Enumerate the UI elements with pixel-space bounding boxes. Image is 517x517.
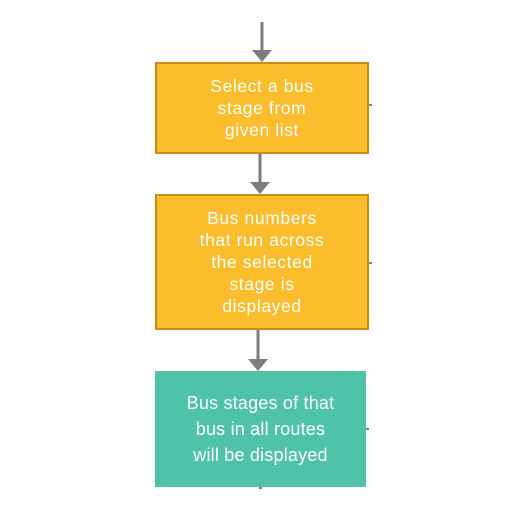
connector-stub [259,487,262,489]
node-bus-numbers-displayed: Bus numbers that run across the selected… [155,194,369,330]
arrow-entry [252,22,272,62]
connector-stub [369,262,372,264]
connector-stub [369,104,372,106]
node-select-bus-stage: Select a bus stage from given list [155,62,369,154]
arrow-bus-numbers-to-stages [248,330,268,371]
node-bus-stages-displayed: Bus stages of that bus in all routes wil… [155,371,366,487]
connector-stub [366,428,369,430]
arrow-select-to-bus-numbers [250,154,270,194]
